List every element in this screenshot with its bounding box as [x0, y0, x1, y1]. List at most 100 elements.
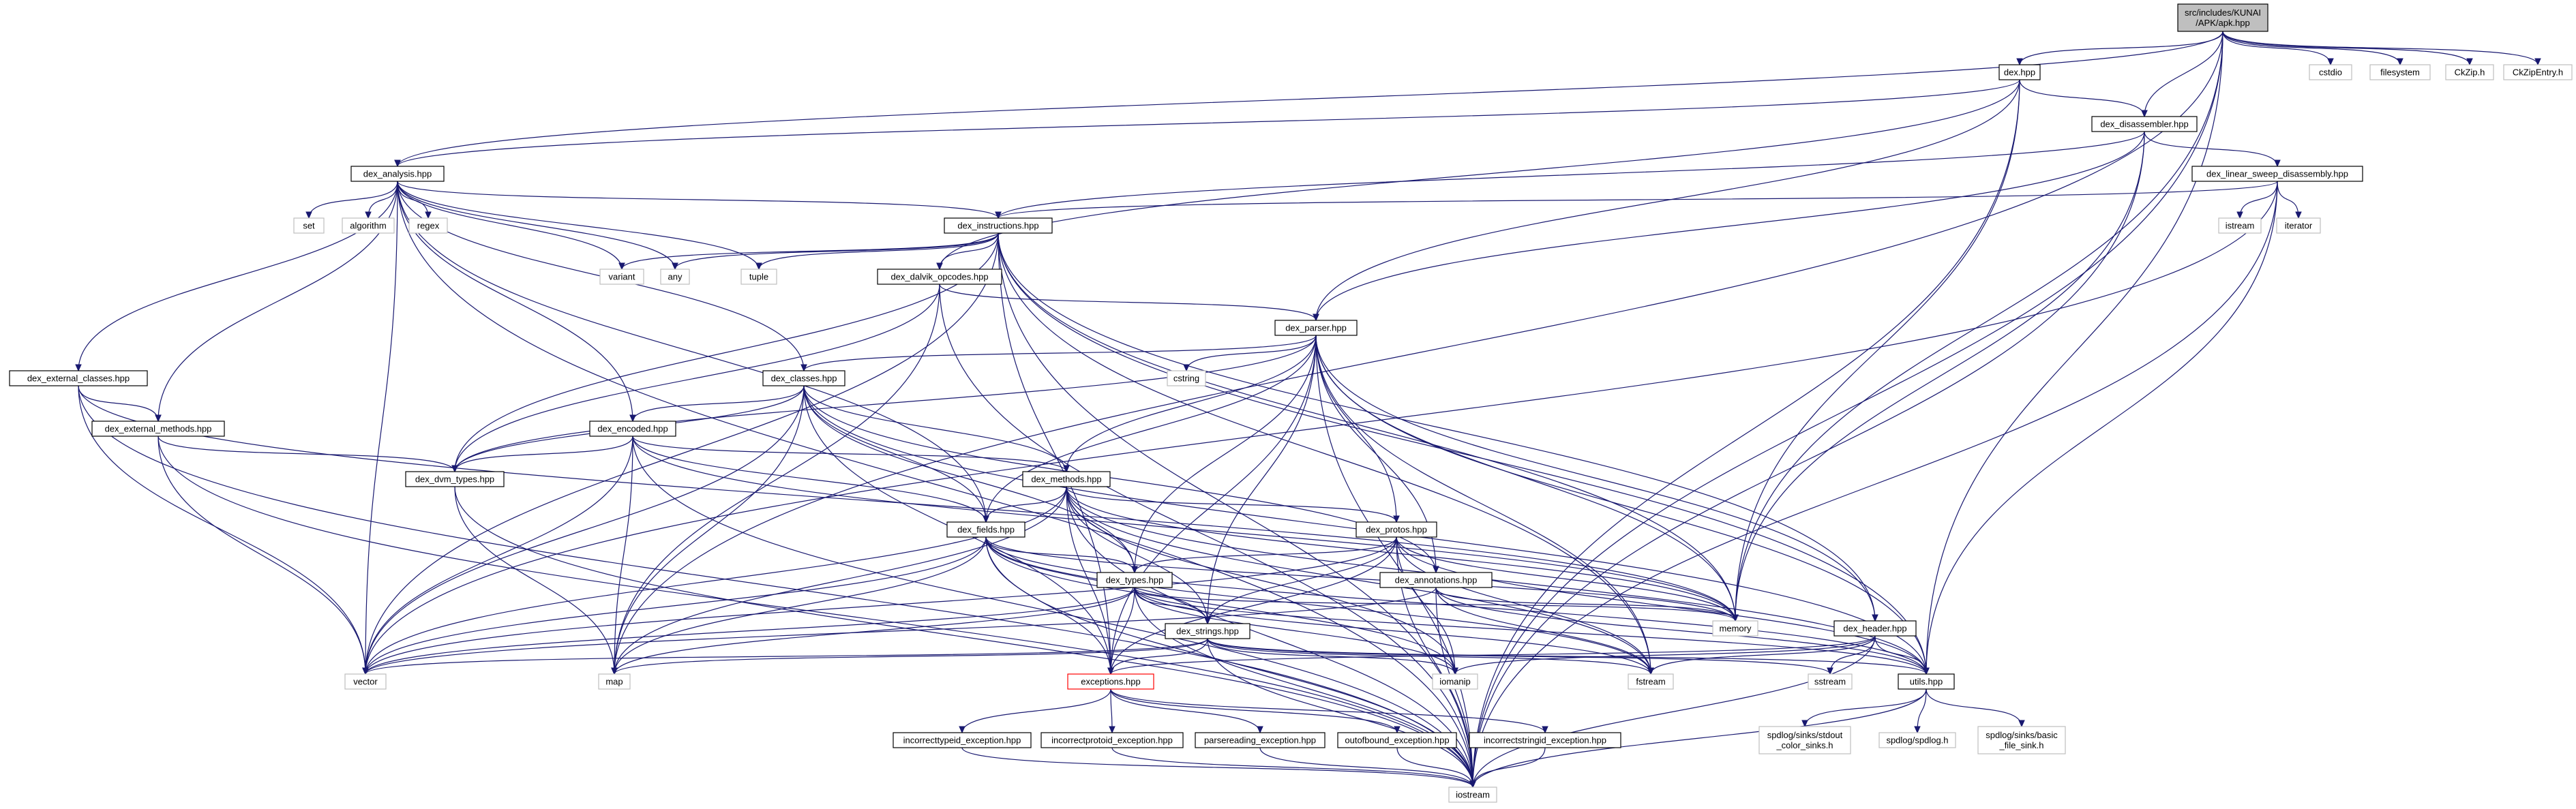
node-label-regex: regex — [417, 221, 440, 231]
node-extmethods[interactable]: dex_external_methods.hpp — [91, 421, 225, 437]
node-analysis[interactable]: dex_analysis.hpp — [350, 166, 445, 182]
edge-header-to-fstream — [1647, 635, 1876, 675]
node-label-exc5: incorrectstringid_exception.hpp — [1484, 735, 1606, 746]
node-label-strings: dex_strings.hpp — [1176, 626, 1239, 637]
edge-parser-to-header — [1315, 335, 1878, 622]
edge-root-to-dex — [2016, 31, 2223, 66]
node-label-cstring: cstring — [1173, 373, 1199, 384]
node-label-disassembler: dex_disassembler.hpp — [2100, 119, 2188, 129]
node-label-methods: dex_methods.hpp — [1031, 474, 1101, 485]
node-any[interactable]: any — [660, 269, 690, 285]
node-extclasses[interactable]: dex_external_classes.hpp — [9, 370, 148, 386]
node-label-spdbasic: spdlog/sinks/basic — [1986, 730, 2058, 740]
node-filesystem[interactable]: filesystem — [2369, 64, 2431, 80]
node-disassembler[interactable]: dex_disassembler.hpp — [2091, 116, 2198, 132]
node-types[interactable]: dex_types.hpp — [1096, 572, 1173, 588]
node-label-map: map — [605, 677, 623, 687]
node-label-linear: dex_linear_sweep_disassembly.hpp — [2206, 169, 2348, 179]
node-header[interactable]: dex_header.hpp — [1833, 620, 1917, 637]
node-ckzip[interactable]: CkZip.h — [2445, 64, 2494, 80]
node-label-ckzip: CkZip.h — [2455, 67, 2485, 78]
node-utils[interactable]: utils.hpp — [1898, 673, 1955, 690]
node-iterator[interactable]: iterator — [2276, 217, 2321, 234]
node-algorithm[interactable]: algorithm — [342, 217, 395, 234]
node-memory[interactable]: memory — [1712, 620, 1758, 637]
edge-instructions-to-utils — [998, 232, 1930, 675]
edge-exceptions-to-exc5 — [1110, 688, 1548, 734]
edge-parser-to-classes — [800, 335, 1317, 372]
node-exc3[interactable]: parsereading_exception.hpp — [1195, 732, 1326, 748]
node-label-utils: utils.hpp — [1910, 677, 1943, 687]
node-exceptions[interactable]: exceptions.hpp — [1067, 673, 1154, 690]
node-cstring[interactable]: cstring — [1167, 370, 1206, 386]
edge-disassembler-to-memory — [1732, 131, 2145, 622]
edge-instructions-to-vector — [362, 232, 999, 675]
node-label-types: dex_types.hpp — [1106, 575, 1164, 585]
node-set[interactable]: set — [293, 217, 325, 234]
node-spdlog[interactable]: spdlog/spdlog.h — [1878, 732, 1956, 748]
edge-dex-to-parser — [1313, 79, 2020, 322]
edge-methods-to-strings — [1066, 486, 1211, 625]
node-iomanip[interactable]: iomanip — [1432, 673, 1478, 690]
node-tuple[interactable]: tuple — [740, 269, 777, 285]
node-methods[interactable]: dex_methods.hpp — [1022, 471, 1111, 487]
edge-extclasses-to-extmethods — [78, 385, 162, 423]
node-exc4[interactable]: outofbound_exception.hpp — [1337, 732, 1457, 748]
node-vector[interactable]: vector — [344, 673, 387, 690]
edge-analysis-to-set — [305, 181, 398, 219]
node-label-header: dex_header.hpp — [1843, 624, 1906, 634]
edge-extmethods-to-vector — [158, 436, 369, 675]
node-exc2[interactable]: incorrectprotoid_exception.hpp — [1040, 732, 1184, 748]
node-label-annotations: dex_annotations.hpp — [1395, 575, 1478, 585]
node-label-exc1: incorrecttypeid_exception.hpp — [903, 735, 1021, 746]
node-label-iterator: iterator — [2285, 221, 2313, 231]
edge-exceptions-to-exc2 — [1109, 688, 1115, 734]
edge-root-to-filesystem — [2222, 31, 2403, 66]
node-label-analysis: dex_analysis.hpp — [363, 169, 432, 179]
nodes-layer: src/includes/KUNAI/APK/apk.hpp dex.hpp cst… — [9, 3, 2573, 803]
node-label-extmethods: dex_external_methods.hpp — [105, 424, 212, 434]
node-dex[interactable]: dex.hpp — [1998, 64, 2041, 80]
node-encoded[interactable]: dex_encoded.hpp — [589, 421, 676, 437]
node-spdstdout[interactable]: spdlog/sinks/stdout_color_sinks.h — [1758, 726, 1851, 754]
edge-linear-to-instructions — [995, 181, 2278, 219]
node-regex[interactable]: regex — [408, 217, 448, 234]
node-dalvik[interactable]: dex_dalvik_opcodes.hpp — [877, 269, 1002, 285]
node-variant[interactable]: variant — [599, 269, 644, 285]
node-label-cstdio: cstdio — [2319, 67, 2342, 78]
node-spdbasic[interactable]: spdlog/sinks/basic_file_sink.h — [1977, 726, 2066, 754]
node-cstdio[interactable]: cstdio — [2309, 64, 2352, 80]
node-label-fstream: fstream — [1636, 677, 1665, 687]
node-dvmtypes[interactable]: dex_dvm_types.hpp — [405, 471, 505, 487]
node-fstream[interactable]: fstream — [1628, 673, 1674, 690]
node-map[interactable]: map — [598, 673, 631, 690]
node-fields[interactable]: dex_fields.hpp — [946, 521, 1025, 538]
node-label-exc4: outofbound_exception.hpp — [1345, 735, 1449, 746]
edge-disassembler-to-iostream — [1469, 131, 2145, 789]
node-root[interactable]: src/includes/KUNAI/APK/apk.hpp — [2177, 3, 2268, 32]
node-label-ckzipentry: CkZipEntry.h — [2513, 67, 2563, 78]
edge-root-to-ckzip — [2222, 31, 2473, 66]
edge-parser-to-fields — [983, 335, 1317, 523]
node-strings[interactable]: dex_strings.hpp — [1165, 623, 1250, 639]
node-iostream[interactable]: iostream — [1448, 787, 1497, 803]
node-exc1[interactable]: incorrecttypeid_exception.hpp — [893, 732, 1032, 748]
node-linear[interactable]: dex_linear_sweep_disassembly.hpp — [2191, 166, 2363, 182]
node-istream[interactable]: istream — [2218, 217, 2262, 234]
node-protos[interactable]: dex_protos.hpp — [1356, 521, 1437, 538]
node-sstream[interactable]: sstream — [1808, 673, 1853, 690]
node-classes[interactable]: dex_classes.hpp — [762, 370, 845, 386]
edge-utils-to-spdlog — [1914, 688, 1927, 734]
edge-utils-to-spdstdout — [1801, 688, 1927, 728]
node-exc5[interactable]: incorrectstringid_exception.hpp — [1469, 732, 1621, 748]
edge-exc2-to-iostream — [1111, 747, 1476, 789]
node-annotations[interactable]: dex_annotations.hpp — [1379, 572, 1493, 588]
edge-methods-to-map — [611, 486, 1067, 675]
node-label-encoded: dex_encoded.hpp — [597, 424, 668, 434]
node-ckzipentry[interactable]: CkZipEntry.h — [2503, 64, 2573, 80]
node-label-dalvik: dex_dalvik_opcodes.hpp — [890, 272, 988, 282]
edge-analysis-to-extmethods — [155, 181, 398, 423]
node-instructions[interactable]: dex_instructions.hpp — [944, 217, 1053, 234]
node-parser[interactable]: dex_parser.hpp — [1274, 320, 1358, 336]
